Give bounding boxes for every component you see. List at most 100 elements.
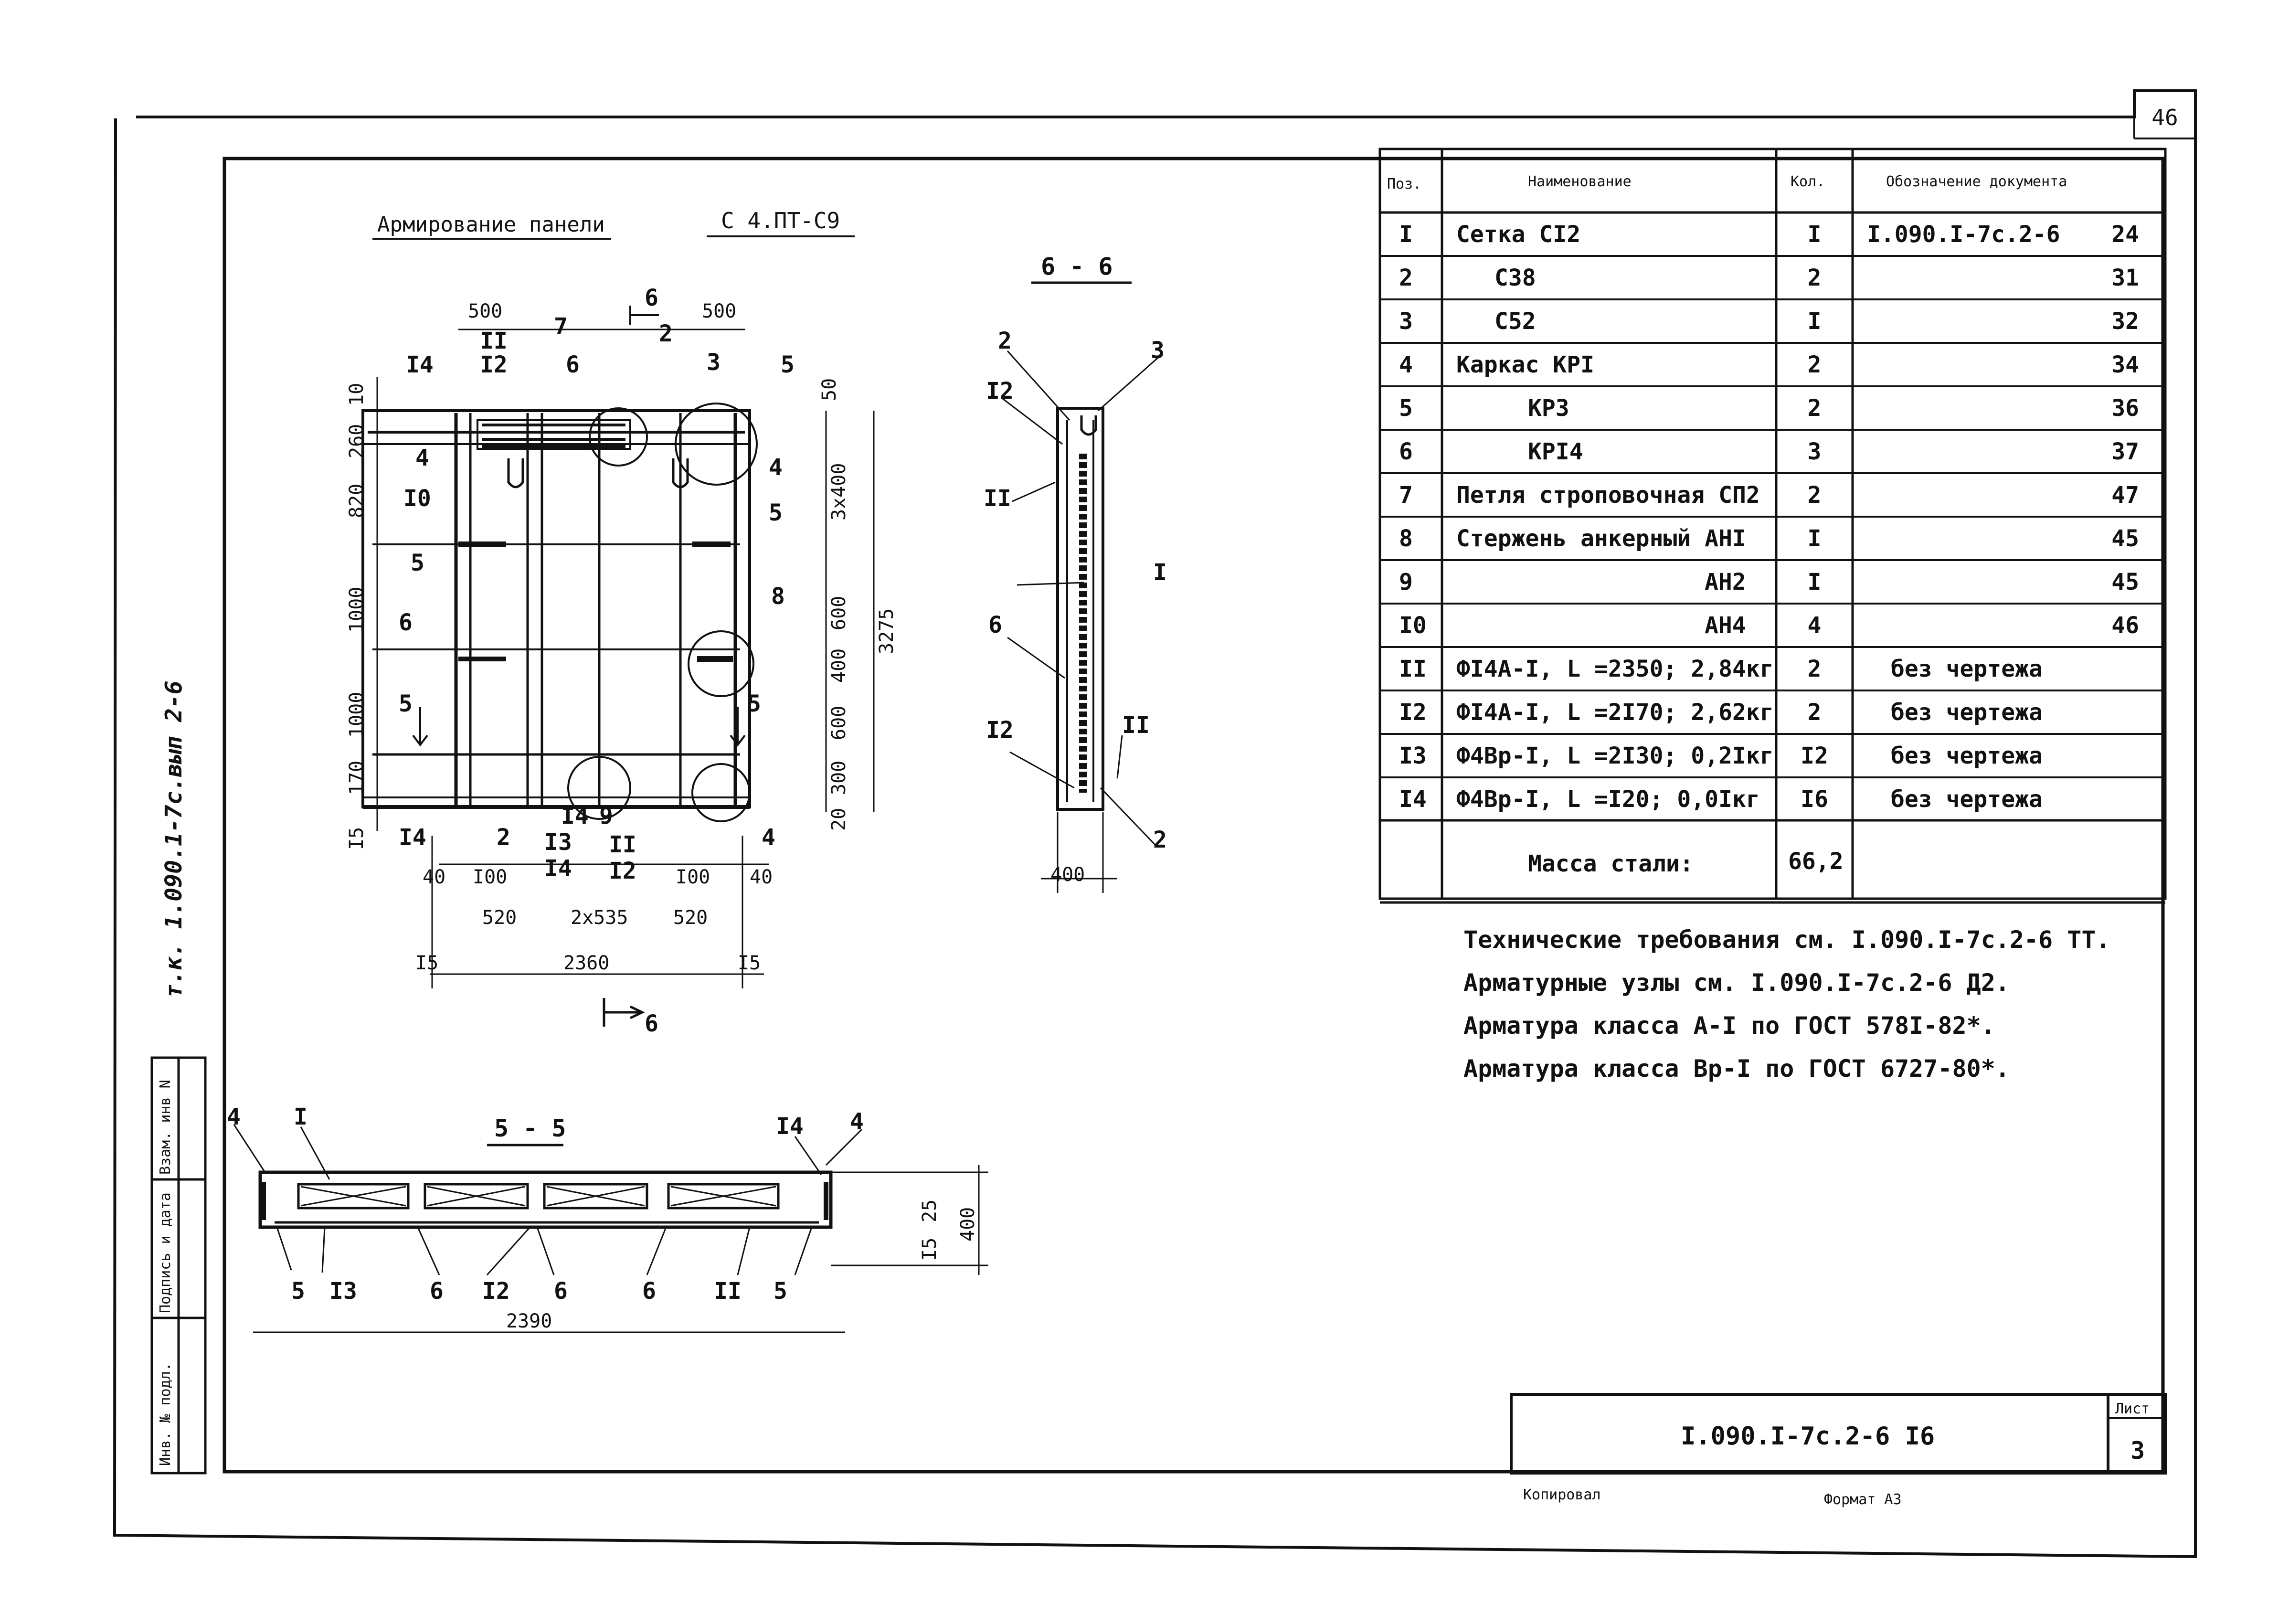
s55-dim-2390: 2390 <box>506 1310 552 1332</box>
plan-view <box>361 306 875 1027</box>
dim-left-15: I5 <box>346 827 368 850</box>
plan-label-12b: I2 <box>609 858 636 884</box>
table-cell-name: ФI4А-I, L =2350; 2,84кг <box>1456 656 1774 682</box>
dim-bottom-15-left: I5 <box>415 952 438 974</box>
table-cell-pos: 3 <box>1399 308 1413 335</box>
table-cell-sheet: 37 <box>2111 438 2139 465</box>
drawing-mark: С 4.ПТ-С9 <box>721 208 840 234</box>
section-55-title: 5 - 5 <box>494 1115 566 1142</box>
cut6-label-bottom: 6 <box>645 1010 658 1037</box>
s66-label-12b: I2 <box>986 717 1014 743</box>
notes: Технические требования см. I.090.I-7c.2-… <box>1463 926 2110 1083</box>
table-cell-pos: I2 <box>1399 699 1427 726</box>
table-cell-pos: I4 <box>1399 786 1427 813</box>
side-stamp: т.к. 1.090.1-7с.вып 2-6 <box>160 680 187 998</box>
table-cell-pos: 9 <box>1399 569 1413 595</box>
plan-label-14a: I4 <box>406 351 434 378</box>
dim-left-10: 10 <box>346 383 368 406</box>
table-total-label: Масса стали: <box>1528 850 1694 877</box>
table-header-name: Наименование <box>1528 173 1632 190</box>
drawing-title: Армирование панели <box>377 212 605 237</box>
dim-top-50: 50 <box>818 378 840 401</box>
plan-label-11b: II <box>609 831 636 858</box>
plan-label-6a: 6 <box>566 351 580 378</box>
table-cell-sheet: 36 <box>2111 395 2139 422</box>
s55-label-11: II <box>714 1278 742 1305</box>
dim-bottom-100-left: I00 <box>473 866 507 888</box>
side-block-signature: Подпись и дата <box>157 1192 174 1313</box>
plan-label-4b: 4 <box>769 454 783 481</box>
table-cell-qty: 2 <box>1808 351 1822 378</box>
s66-dim-400: 400 <box>1050 864 1085 886</box>
table-cell-doc: без чертежа <box>1891 656 2043 682</box>
table-cell-qty: I <box>1808 569 1822 595</box>
table-cell-name: Стержень анкерный АНI <box>1456 525 1746 552</box>
s55-label-5a: 5 <box>291 1278 305 1305</box>
plan-position-labels: I4 II I2 7 6 2 3 5 4 I0 5 6 8 4 5 I4 2 I… <box>399 313 795 884</box>
table-cell-name: C38 <box>1494 265 1536 291</box>
dim-bottom-40-left: 40 <box>423 866 445 888</box>
s55-label-4b: 4 <box>850 1108 864 1135</box>
table-cell-qty: 2 <box>1808 482 1822 509</box>
plan-label-14c: I4 <box>544 855 572 882</box>
dims-bottom: 40 I00 I00 40 520 2х535 520 2360 I5 I5 <box>415 866 773 974</box>
plan-label-2: 2 <box>659 320 673 347</box>
s66-label-12a: I2 <box>986 378 1014 404</box>
page-number: 46 <box>2151 105 2178 130</box>
plan-label-3: 3 <box>707 349 721 376</box>
table-cell-name: KPI4 <box>1528 438 1583 465</box>
dim-bottom-15-right: I5 <box>738 952 761 974</box>
table-cell-pos: 6 <box>1399 438 1413 465</box>
s66-label-11b: II <box>1122 712 1150 739</box>
dim-right-600a: 600 <box>828 596 850 630</box>
dims-right: 3х400 600 400 600 300 20 3275 <box>828 463 898 831</box>
plan-label-14d: I4 <box>561 803 589 829</box>
table-cell-qty: I <box>1808 525 1822 552</box>
dim-left-1000b: 1000 <box>346 692 368 738</box>
table-cell-doc: без чертежа <box>1891 786 2043 813</box>
plan-label-5c: 5 <box>769 499 783 526</box>
dim-left-170: 170 <box>346 761 368 795</box>
s55-label-6c: 6 <box>642 1278 656 1305</box>
table-cell-qty: 3 <box>1808 438 1822 465</box>
s55-label-5b: 5 <box>774 1278 787 1305</box>
note-1: Технические требования см. I.090.I-7c.2-… <box>1463 926 2110 954</box>
s66-label-11a: II <box>984 485 1011 512</box>
plan-label-4c: 4 <box>762 824 775 851</box>
table-cell-name: АН2 <box>1705 569 1746 595</box>
section-66-title: 6 - 6 <box>1041 253 1113 280</box>
table-cell-doc: без чертежа <box>1891 743 2043 769</box>
table-cell-qty: 2 <box>1808 265 1822 291</box>
title-block-code: I.090.I-7c.2-6 I6 <box>1681 1422 1935 1451</box>
table-cell-name: KP3 <box>1528 395 1569 422</box>
note-2: Арматурные узлы см. I.090.I-7c.2-6 Д2. <box>1463 969 2010 997</box>
dim-bottom-2360: 2360 <box>563 952 609 974</box>
side-block-inventory: Инв. № подл. <box>157 1362 174 1466</box>
table-header-pos: Поз. <box>1387 176 1421 192</box>
table-cell-sheet: 31 <box>2111 265 2139 291</box>
table-cell-sheet: 45 <box>2111 525 2139 552</box>
dim-bottom-100-right: I00 <box>676 866 710 888</box>
table-cell-qty: I <box>1808 221 1822 248</box>
s55-label-6b: 6 <box>554 1278 568 1305</box>
s66-label-2b: 2 <box>1153 827 1167 853</box>
table-cell-pos: II <box>1399 656 1427 682</box>
plan-label-12: I2 <box>480 351 508 378</box>
plan-label-8: 8 <box>771 583 785 610</box>
sheet-frame <box>113 89 2197 1559</box>
table-cell-sheet: 24 <box>2111 221 2139 248</box>
cut5-label-left: 5 <box>399 690 413 717</box>
table-cell-qty: 4 <box>1808 612 1822 639</box>
plan-label-10: I0 <box>403 485 431 512</box>
table-cell-qty: I2 <box>1801 743 1828 769</box>
table-total-value: 66,2 <box>1788 848 1844 875</box>
s55-label-1: I <box>294 1104 307 1130</box>
table-cell-pos: 8 <box>1399 525 1413 552</box>
plan-label-5b: 5 <box>411 550 424 576</box>
plan-label-9: 9 <box>599 803 613 829</box>
dim-right-300: 300 <box>828 761 850 795</box>
s55-dim-400: 400 <box>957 1207 979 1242</box>
plan-label-13: I3 <box>544 829 572 856</box>
dim-right-400: 400 <box>828 648 850 683</box>
dim-bottom-2x535: 2х535 <box>571 907 628 929</box>
